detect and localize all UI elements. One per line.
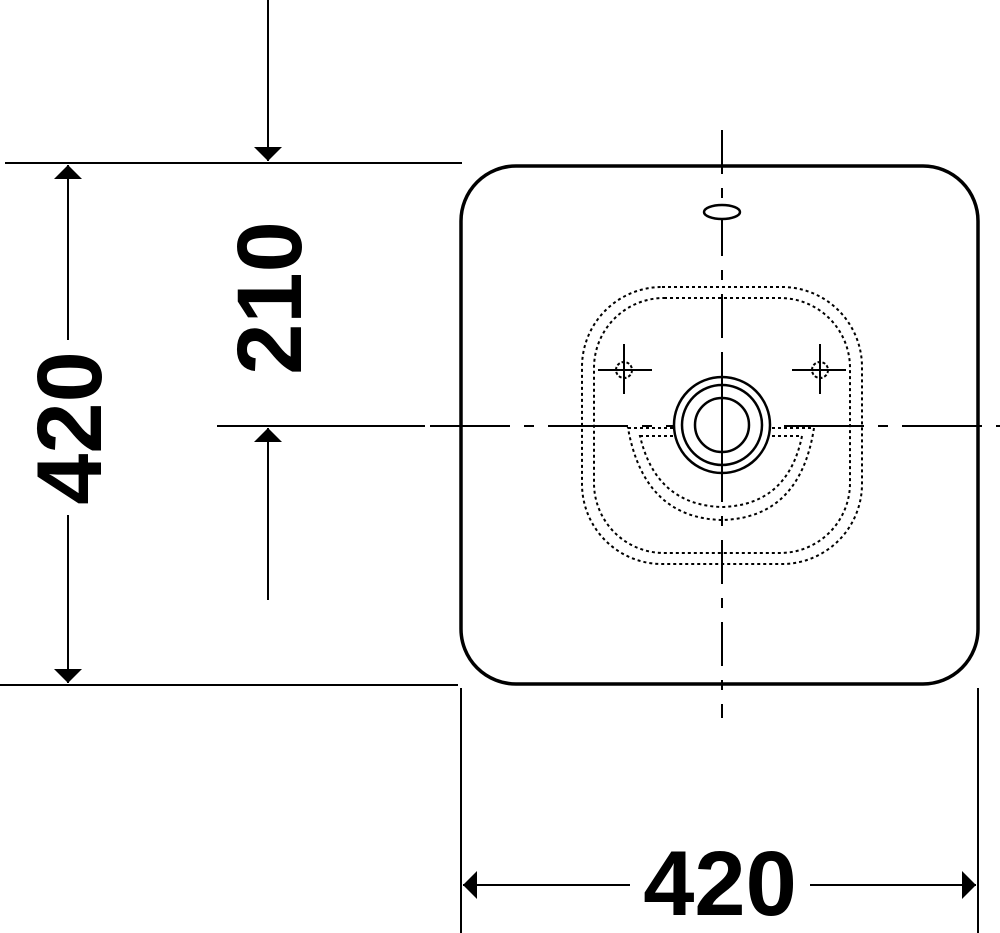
- tap-hole: [702, 203, 742, 221]
- height-dimension-label: 420: [19, 351, 121, 505]
- bowl-inner-edge: [593, 297, 851, 554]
- width-dimension-label: 420: [643, 833, 797, 933]
- mounting-hole-left: [598, 344, 652, 394]
- bowl-outline: [581, 286, 863, 565]
- bowl-outer-edge: [581, 286, 863, 565]
- overflow-slot-inner: [638, 435, 804, 509]
- mounting-hole-right: [792, 344, 846, 394]
- extension-lines: [0, 162, 979, 933]
- overflow-slot: [626, 427, 816, 522]
- center-offset-label: 210: [219, 221, 321, 375]
- center-offset-dimension: [217, 0, 425, 600]
- basin-outline: [459, 164, 980, 686]
- overflow-slot-outer: [626, 427, 816, 522]
